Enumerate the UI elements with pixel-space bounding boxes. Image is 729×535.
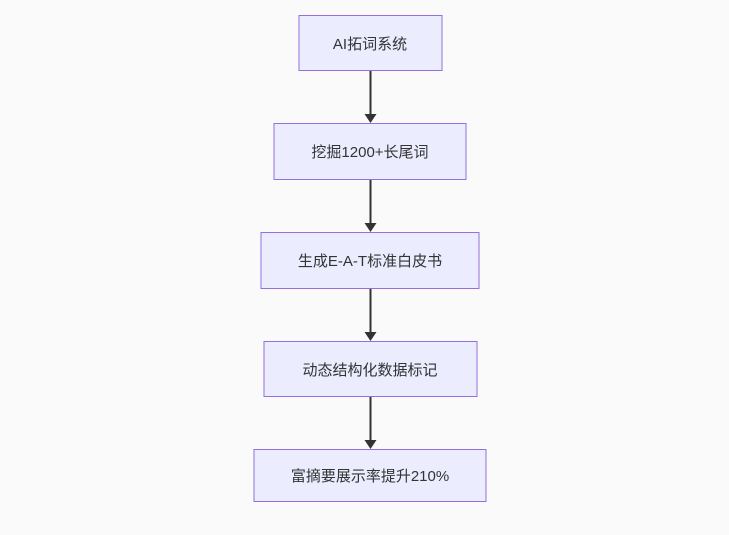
flow-node-ai-keyword-system: AI拓词系统 [298,15,442,71]
flowchart: AI拓词系统 挖掘1200+长尾词 生成E-A-T标准白皮书 动态结构化数据标记… [253,15,487,502]
flow-edge-3 [364,289,376,341]
arrow-down-icon [364,223,376,232]
arrow-down-icon [364,332,376,341]
arrow-down-icon [364,114,376,123]
flow-node-eat-whitepaper: 生成E-A-T标准白皮书 [260,232,480,289]
flow-edge-1 [364,71,376,123]
flow-edge-4 [364,397,376,449]
flow-node-rich-snippet-rate: 富摘要展示率提升210% [253,449,487,502]
arrow-line [369,397,371,441]
flow-node-structured-data-markup: 动态结构化数据标记 [263,341,477,397]
flow-edge-2 [364,180,376,232]
arrow-line [369,180,371,224]
arrow-line [369,71,371,115]
arrow-line [369,289,371,333]
flow-node-mine-longtail-keywords: 挖掘1200+长尾词 [273,123,467,180]
arrow-down-icon [364,440,376,449]
